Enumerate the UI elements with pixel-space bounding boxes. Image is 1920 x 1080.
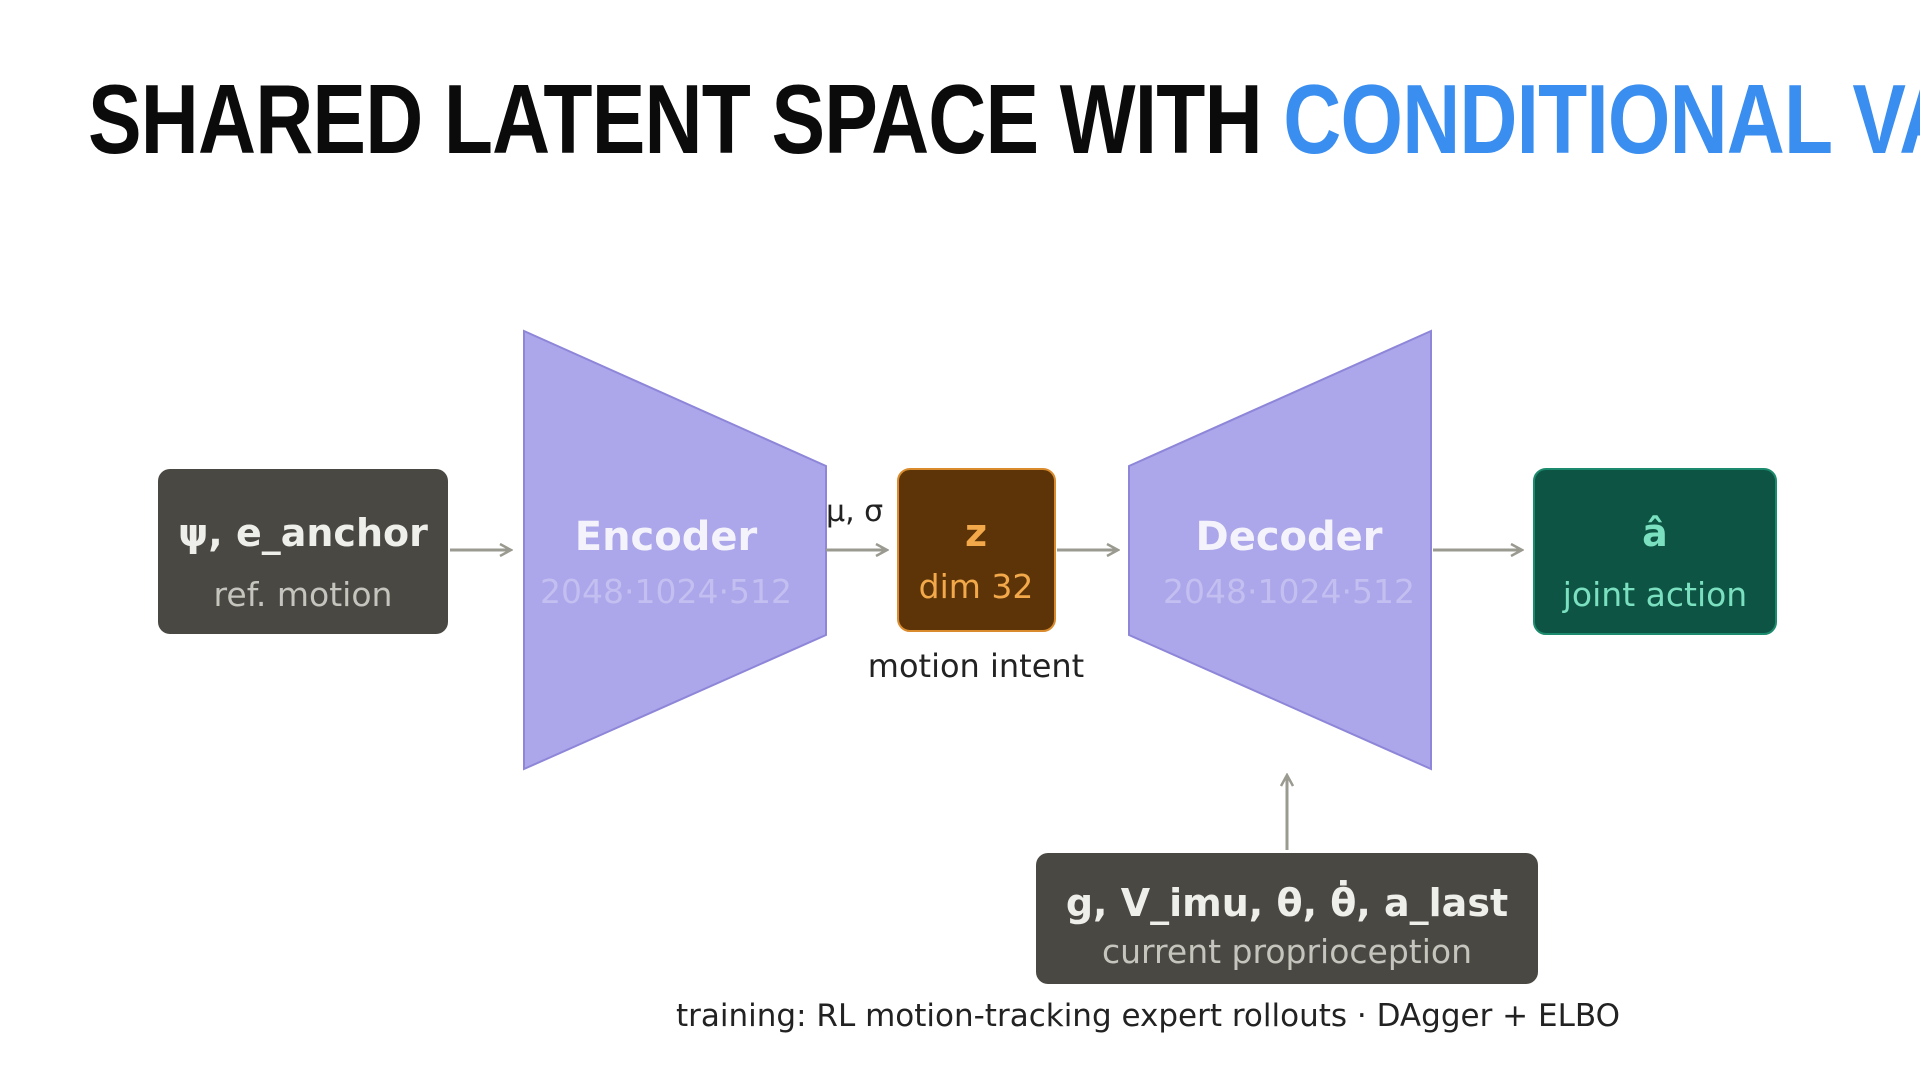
latent-node: z dim 32 motion intent [868, 468, 1084, 685]
condition-subtitle: current proprioception [1102, 932, 1472, 971]
decoder-layers: 2048·1024·512 [1163, 572, 1415, 611]
latent-subtitle: dim 32 [919, 567, 1034, 606]
decoder-trapezoid [1128, 329, 1432, 771]
encoder-trapezoid [523, 329, 827, 771]
encoder-title: Encoder [575, 514, 758, 560]
output-box [1533, 468, 1777, 635]
latent-caption: motion intent [868, 647, 1084, 685]
encoder-output-label: μ, σ [826, 494, 883, 529]
encoder-layers: 2048·1024·512 [540, 572, 792, 611]
condition-box [1036, 853, 1538, 984]
output-subtitle: joint action [1562, 575, 1747, 614]
input-title: ψ, e_anchor [178, 511, 428, 555]
slide-title: SHARED LATENT SPACE WITH CONDITIONAL VAE [88, 70, 1920, 168]
input-box [158, 469, 448, 634]
title-main: SHARED LATENT SPACE WITH [88, 64, 1263, 174]
training-footer: training: RL motion-tracking expert roll… [676, 998, 1620, 1034]
latent-box [897, 468, 1056, 632]
decoder-node: Decoder 2048·1024·512 [1128, 329, 1432, 771]
output-node: â joint action [1533, 468, 1777, 635]
condition-node: g, V_imu, θ, θ̇, a_last current proprioc… [1036, 853, 1538, 984]
input-subtitle: ref. motion [214, 575, 393, 614]
condition-title: g, V_imu, θ, θ̇, a_last [1066, 880, 1508, 925]
decoder-title: Decoder [1195, 514, 1382, 560]
latent-title: z [965, 511, 987, 555]
output-title: â [1642, 511, 1668, 555]
input-node: ψ, e_anchor ref. motion [158, 469, 448, 634]
title-accent: CONDITIONAL VAE [1283, 64, 1920, 174]
encoder-node: Encoder 2048·1024·512 [523, 329, 827, 771]
